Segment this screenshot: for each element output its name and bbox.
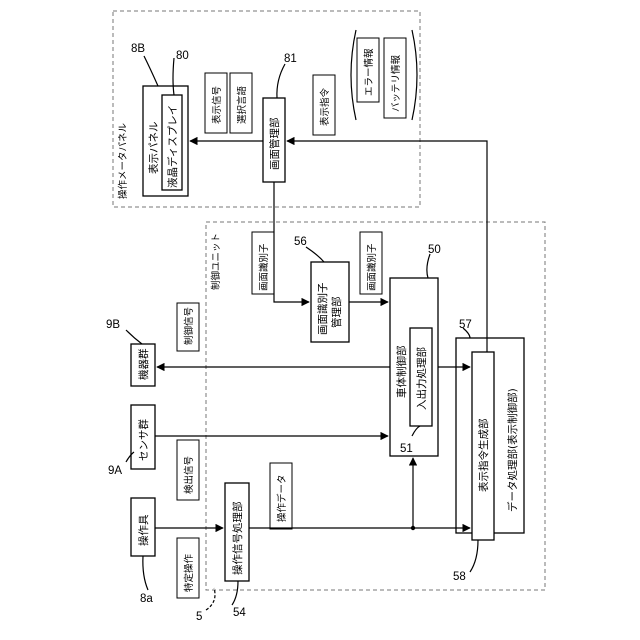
note-control-signal: 制御信号 (177, 303, 199, 351)
data-processor-label: データ処理部(表示制御部) (506, 388, 519, 512)
leader-54 (232, 581, 238, 605)
note-error-info: エラー情報 (357, 38, 379, 102)
note-control-signal-text: 制御信号 (183, 307, 195, 345)
operation-tool-label: 操作具 (137, 514, 150, 546)
operation-signal-processor-label: 操作信号処理部 (231, 502, 244, 576)
screen-id-manager-line1: 画面識別子 (316, 283, 329, 336)
note-display-signal-text: 表示信号 (211, 86, 223, 124)
junction-dot (411, 526, 415, 530)
note-display-command-text: 表示指令 (319, 87, 331, 126)
note-specific-operation-text: 特定操作 (183, 553, 195, 592)
leader-8B (144, 56, 158, 86)
note-screen-id-2-text: 画面識別子 (366, 243, 378, 291)
ref-9A: 9A (108, 465, 122, 477)
leader-58 (470, 540, 478, 572)
ref-50: 50 (428, 244, 441, 256)
bracket-right (412, 30, 417, 120)
vehicle-control-label: 車体制御部 (395, 346, 408, 399)
screen-manager-label: 画面管理部 (268, 118, 281, 171)
io-processor-label: 入出力処理部 (415, 347, 428, 410)
device-group-label: 機器群 (137, 348, 150, 380)
note-battery-info: バッテリ情報 (384, 38, 406, 118)
ref-57: 57 (459, 319, 472, 331)
ref-51: 51 (400, 443, 413, 455)
note-battery-info-text: バッテリ情報 (390, 54, 402, 112)
note-screen-id-1: 画面識別子 (252, 232, 274, 294)
note-error-info-text: エラー情報 (363, 48, 375, 96)
note-display-command: 表示指令 (313, 75, 335, 135)
leader-80 (173, 58, 174, 95)
ref-54: 54 (233, 607, 246, 619)
lcd-label: 液晶ディスプレイ (166, 105, 179, 188)
note-screen-id-2: 画面識別子 (360, 232, 382, 294)
ref-58: 58 (453, 571, 466, 583)
note-specific-operation: 特定操作 (177, 538, 199, 598)
note-detection-signal-text: 検出信号 (183, 456, 195, 494)
display-command-generator-label: 表示指令生成部 (477, 419, 490, 493)
bracket-left (351, 30, 356, 120)
sensor-group-label: センサ群 (137, 419, 150, 461)
note-display-signal: 表示信号 (205, 73, 227, 133)
ref-56: 56 (294, 236, 307, 248)
leader-8a (143, 556, 148, 590)
ref-5: 5 (196, 611, 202, 623)
ref-81: 81 (284, 53, 297, 65)
control-unit-title: 制御ユニット (210, 233, 222, 290)
note-selected-language: 選択言語 (230, 73, 252, 133)
note-screen-id-1-text: 画面識別子 (258, 243, 270, 291)
ref-9B: 9B (106, 319, 120, 331)
leader-50 (427, 254, 430, 278)
panel-group-title: 操作メータパネル (117, 122, 129, 199)
screen-id-manager-line2: 管理部 (330, 297, 343, 329)
ref-80: 80 (176, 50, 189, 62)
leader-9B (126, 330, 142, 344)
leader-81 (277, 64, 285, 98)
leader-56 (306, 247, 324, 262)
ref-8a: 8a (140, 593, 153, 605)
note-detection-signal: 検出信号 (177, 440, 199, 500)
ref-8B: 8B (131, 43, 145, 55)
leader-5 (206, 588, 215, 610)
note-selected-language-text: 選択言語 (236, 85, 248, 124)
display-panel-label: 表示パネル (147, 122, 160, 175)
note-operation-data-text: 操作データ (276, 474, 288, 522)
note-operation-data: 操作データ (270, 463, 292, 529)
